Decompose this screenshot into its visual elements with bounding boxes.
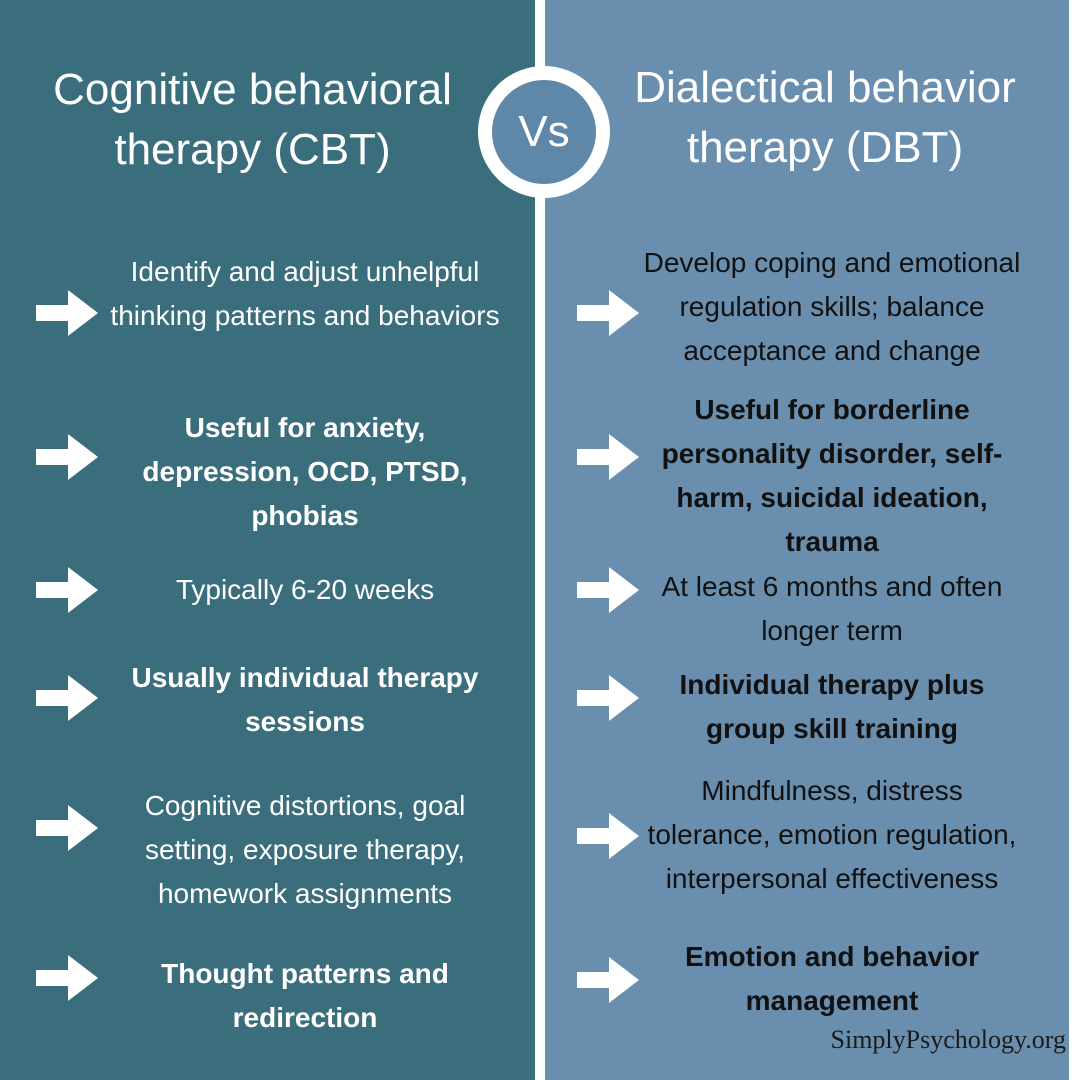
arrow-right-icon xyxy=(36,290,98,336)
cbt-item: Useful for anxiety, depression, OCD, PTSD… xyxy=(5,406,605,538)
item-line: group skill training xyxy=(705,713,958,744)
credit-watermark: SimplyPsychology.org xyxy=(830,1025,1066,1054)
item-line: Individual therapy plus xyxy=(679,669,985,700)
dbt-item: Useful for borderline personality disorde… xyxy=(532,388,1080,564)
item-line: tolerance, emotion regulation, xyxy=(647,819,1017,850)
arrow-right-icon xyxy=(577,434,639,480)
dbt-item: At least 6 months and often longer term xyxy=(532,565,1080,653)
item-line: Useful for borderline xyxy=(694,394,970,425)
arrow-right-icon xyxy=(36,434,98,480)
cbt-title-line: therapy (CBT) xyxy=(114,125,391,174)
item-line: Thought patterns and xyxy=(161,958,449,989)
item-line: Typically 6-20 weeks xyxy=(175,574,435,605)
dbt-item: Emotion and behavior management xyxy=(532,935,1080,1023)
item-line: Identify and adjust unhelpful xyxy=(130,256,480,287)
arrow-right-icon xyxy=(577,675,639,721)
cbt-item: Usually individual therapy sessions xyxy=(5,656,605,744)
item-line: interpersonal effectiveness xyxy=(665,863,999,894)
cbt-item: Typically 6-20 weeks xyxy=(5,568,605,612)
item-line: harm, suicidal ideation, xyxy=(676,482,988,513)
cbt-item: Cognitive distortions, goal setting, expo… xyxy=(5,784,605,916)
item-line: Usually individual therapy xyxy=(131,662,479,693)
cbt-item: Thought patterns and redirection xyxy=(5,952,605,1040)
item-line: depression, OCD, PTSD, xyxy=(142,456,468,487)
cbt-title: Cognitive behavioral therapy (CBT) xyxy=(0,60,505,180)
item-line: Emotion and behavior xyxy=(684,941,980,972)
arrow-right-icon xyxy=(36,675,98,721)
item-line: Mindfulness, distress xyxy=(701,775,963,806)
arrow-right-icon xyxy=(36,567,98,613)
dbt-panel xyxy=(545,0,1069,1080)
dbt-title: Dialectical behavior therapy (DBT) xyxy=(600,58,1050,178)
item-line: At least 6 months and often xyxy=(661,571,1003,602)
dbt-item: Mindfulness, distress tolerance, emotion … xyxy=(532,769,1080,901)
item-line: setting, exposure therapy, xyxy=(144,834,466,865)
dbt-title-line: therapy (DBT) xyxy=(686,123,964,172)
item-line: acceptance and change xyxy=(683,335,981,366)
arrow-right-icon xyxy=(577,813,639,859)
vs-badge: Vs xyxy=(478,66,610,198)
item-line: homework assignments xyxy=(157,878,453,909)
item-line: redirection xyxy=(232,1002,378,1033)
arrow-right-icon xyxy=(577,567,639,613)
item-line: management xyxy=(745,985,919,1016)
item-line: regulation skills; balance xyxy=(679,291,985,322)
item-line: sessions xyxy=(245,706,365,737)
dbt-title-line: Dialectical behavior xyxy=(634,63,1016,112)
item-line: phobias xyxy=(251,500,359,531)
item-line: longer term xyxy=(761,615,903,646)
cbt-title-line: Cognitive behavioral xyxy=(53,65,452,114)
arrow-right-icon xyxy=(577,290,639,336)
item-line: Useful for anxiety, xyxy=(184,412,426,443)
arrow-right-icon xyxy=(577,957,639,1003)
divider xyxy=(535,0,545,1080)
item-line: Cognitive distortions, goal xyxy=(144,790,466,821)
item-line: Develop coping and emotional xyxy=(643,247,1021,278)
item-line: personality disorder, self- xyxy=(661,438,1003,469)
dbt-item: Develop coping and emotional regulation s… xyxy=(532,241,1080,373)
cbt-item: Identify and adjust unhelpful thinking pa… xyxy=(5,250,605,338)
item-line: trauma xyxy=(785,526,879,557)
arrow-right-icon xyxy=(36,955,98,1001)
arrow-right-icon xyxy=(36,805,98,851)
item-line: thinking patterns and behaviors xyxy=(110,300,500,331)
dbt-item: Individual therapy plus group skill train… xyxy=(532,663,1080,751)
cbt-panel xyxy=(0,0,535,1080)
